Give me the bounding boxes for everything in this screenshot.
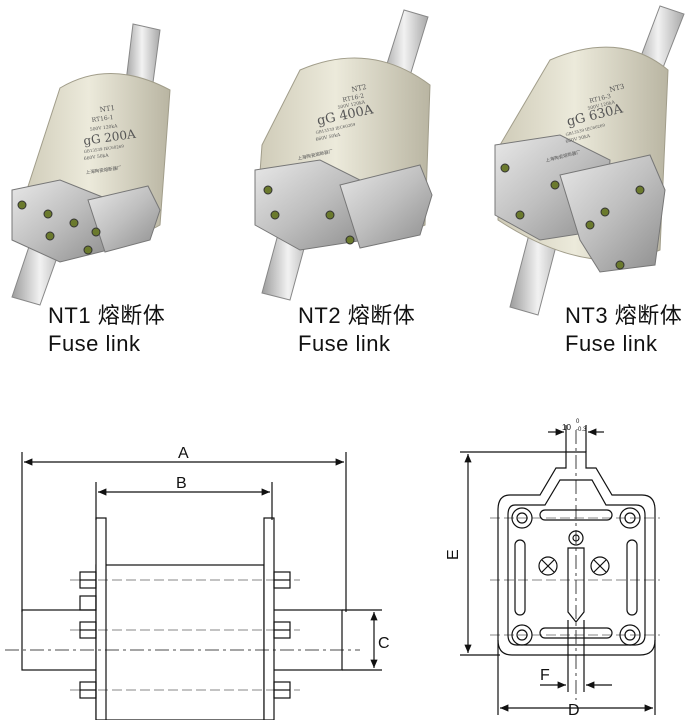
- caption-nt3-model: NT3: [565, 303, 609, 328]
- caption-nt2: NT2 熔断体 Fuse link: [298, 302, 415, 358]
- caption-nt1-cn: 熔断体: [97, 303, 166, 328]
- dim-tol-upper: 0: [576, 419, 580, 425]
- dimension-drawing: A B C: [5, 419, 660, 720]
- side-body: [95, 564, 265, 720]
- caption-nt1: NT1 熔断体 Fuse link: [48, 302, 165, 358]
- caption-nt2-model: NT2: [298, 303, 342, 328]
- end-outline: [497, 451, 656, 656]
- svg-text:NT2: NT2: [351, 83, 368, 94]
- dim-e-label: E: [445, 549, 462, 560]
- svg-text:RT16-2: RT16-2: [342, 93, 365, 104]
- caption-nt1-en: Fuse link: [48, 331, 141, 356]
- dim-tol-lower: -0.3: [576, 427, 587, 433]
- side-view: [5, 452, 382, 720]
- dim-a-label: A: [178, 445, 189, 462]
- fuse-nt1-photo: NT1 RT16-1 500V 120kA gG 200A GB13539 IE…: [11, 23, 171, 306]
- end-blade: [567, 547, 585, 623]
- svg-text:660V 50kA: 660V 50kA: [83, 152, 109, 162]
- caption-nt3-cn: 熔断体: [614, 303, 683, 328]
- caption-nt1-model: NT1: [48, 303, 92, 328]
- side-plate-left: [95, 517, 107, 720]
- dim-b-label: B: [176, 475, 187, 492]
- dim-c-label: C: [378, 635, 390, 652]
- fuse-nt1-label: NT1 RT16-1 500V 120kA gG 200A GB13539 IE…: [82, 104, 136, 176]
- svg-text:GB13539 IEC60269: GB13539 IEC60269: [83, 143, 124, 154]
- svg-text:500V 120kA: 500V 120kA: [337, 99, 366, 111]
- dim-f-label: F: [540, 667, 550, 684]
- svg-text:660V 50kA: 660V 50kA: [315, 132, 341, 143]
- caption-nt3-en: Fuse link: [565, 331, 658, 356]
- caption-nt2-cn: 熔断体: [347, 303, 416, 328]
- side-screws-right: [273, 571, 291, 699]
- svg-text:RT16-1: RT16-1: [91, 114, 114, 124]
- svg-text:NT3: NT3: [609, 82, 626, 93]
- dim-d-label: D: [568, 702, 580, 719]
- fuse-nt2-label: NT2 RT16-2 500V 120kA gG 400A GB13539 IE…: [297, 83, 375, 162]
- end-view: [460, 425, 660, 715]
- fuse-nt2-photo: NT2 RT16-2 500V 120kA gG 400A GB13539 IE…: [254, 9, 433, 301]
- dim-tol-value: 10: [562, 423, 571, 432]
- svg-text:NT1: NT1: [99, 104, 115, 114]
- side-screws-left: [79, 571, 97, 699]
- end-mid-screws: [538, 556, 610, 576]
- fuse-nt3-photo: NT3 RT16-3 500V 120kA gG 630A GB13539 IE…: [494, 5, 685, 316]
- svg-text:500V 120kA: 500V 120kA: [89, 123, 118, 133]
- fuse-photo-area: NT1 RT16-1 500V 120kA gG 200A GB13539 IE…: [11, 5, 685, 316]
- side-plate-right: [263, 517, 275, 720]
- caption-nt3: NT3 熔断体 Fuse link: [565, 302, 682, 358]
- caption-nt2-en: Fuse link: [298, 331, 391, 356]
